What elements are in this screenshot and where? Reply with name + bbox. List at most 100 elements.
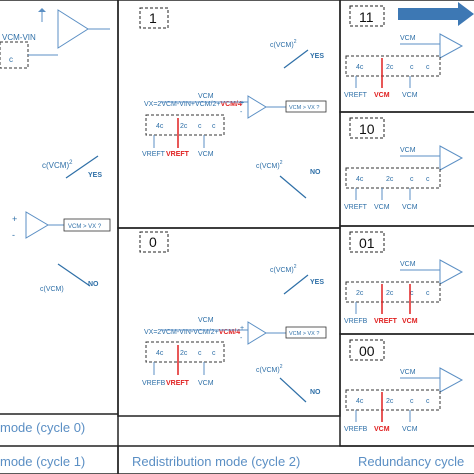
redundancy-00-ref-2: VCM — [402, 426, 418, 433]
redundancy-00-comparator — [439, 367, 464, 393]
mt-cap-c0: c — [212, 123, 216, 130]
caption-redistribution: Redistribution mode (cycle 2) — [132, 454, 300, 469]
redundancy-11-cap-0: 4c — [356, 64, 364, 71]
mt-minus: - — [240, 109, 243, 116]
left-cap-label: c — [9, 55, 13, 64]
redundancy-01-ref-0: VREFB — [344, 318, 368, 325]
redundancy-11-ref-1: VCM — [374, 92, 390, 99]
redundancy-11-ref-2: VCM — [402, 92, 418, 99]
left-minus: - — [12, 230, 15, 240]
mb-cap-c1: c — [198, 350, 202, 357]
left-no: NO — [88, 281, 99, 288]
mid-top-number: 1 — [149, 10, 157, 26]
mb-plus: + — [240, 325, 244, 332]
redundancy-01-comparator — [439, 259, 464, 285]
caption-cycle0: mode (cycle 0) — [0, 420, 85, 435]
redundancy-01-number: 01 — [359, 235, 375, 251]
mid-top-panel: 1 c(VCM)2 YES VCM VX=2VCM-VIN+VCM/2+VCM/… — [139, 7, 327, 199]
redundancy-10-cap-array — [345, 167, 441, 189]
redundancy-01-ref-2: VCM — [402, 318, 418, 325]
mt-compare: VCM > VX ? — [289, 105, 319, 111]
mt-plus: + — [240, 100, 244, 107]
mb-no: NO — [310, 389, 321, 396]
redundancy-00-ref-1: VCM — [374, 426, 390, 433]
mid-bottom-number: 0 — [149, 234, 157, 250]
caption-redundancy: Redundancy cycle — [358, 454, 464, 469]
redundancy-00-cap-1: 2c — [386, 398, 394, 405]
mt-cvcm-sq: c(VCM)2 — [270, 39, 297, 49]
left-plus: + — [12, 214, 17, 224]
redundancy-01-cap-array — [345, 281, 441, 303]
redundancy-00-cap-2: c — [410, 398, 414, 405]
redundancy-01-cap-1: 2c — [386, 290, 394, 297]
redundancy-01-vcm: VCM — [400, 261, 416, 268]
mb-minus: - — [240, 335, 243, 342]
left-panel: VCM-VIN c c(VCM)2 YES + - VCM > VX ? c(V… — [0, 8, 111, 469]
mt-cap-2c: 2c — [180, 123, 188, 130]
left-yes: YES — [88, 172, 102, 179]
redundancy-11-number: 11 — [359, 9, 374, 25]
mt-cap-4c: 4c — [156, 123, 164, 130]
redundancy-11-box — [349, 5, 385, 27]
mt-vcm: VCM — [198, 93, 214, 100]
mb-cvcm: c(VCM)2 — [256, 364, 283, 374]
mb-cap-4c: 4c — [156, 350, 164, 357]
mb-cap-2c: 2c — [180, 350, 188, 357]
redundancy-10-number: 10 — [359, 121, 375, 137]
redundancy-00-number: 00 — [359, 343, 375, 359]
redundancy-01-box — [349, 231, 385, 253]
redundancy-10-comparator — [439, 145, 464, 171]
mt-yes: YES — [310, 53, 324, 60]
redundancy-11-cap-1: 2c — [386, 64, 394, 71]
redundancy-01-cap-0: 2c — [356, 290, 364, 297]
redundancy-00-cap-array — [345, 389, 441, 411]
caption-cycle1: mode (cycle 1) — [0, 454, 85, 469]
mt-vcm-bottom: VCM — [198, 151, 214, 158]
mt-cvcm: c(VCM)2 — [256, 160, 283, 170]
redundancy-01-ref-1: VREFT — [374, 318, 398, 325]
mb-vreft-red: VREFT — [166, 380, 190, 387]
redundancy-10-cap-0: 4c — [356, 176, 364, 183]
redundancy-01-cap-3: c — [426, 290, 430, 297]
mb-cap-c0: c — [212, 350, 216, 357]
mb-yes: YES — [310, 279, 324, 286]
redundancy-00-ref-0: VREFB — [344, 426, 368, 433]
redundancy-11-cap-array — [345, 55, 441, 77]
redundancy-10-ref-2: VCM — [402, 204, 418, 211]
mb-compare: VCM > VX ? — [289, 331, 319, 337]
redundancy-00-vcm: VCM — [400, 369, 416, 376]
redundancy-00-box — [349, 339, 385, 361]
mb-vcm-bottom: VCM — [198, 380, 214, 387]
redundancy-00-cap-3: c — [426, 398, 430, 405]
mb-vrefb: VREFB — [142, 380, 166, 387]
left-compare: VCM > VX ? — [68, 224, 102, 230]
redundancy-11-comparator — [439, 33, 464, 59]
mid-bottom-panel: 0 c(VCM)2 YES VCM VX=2VCM-VIN-VCM/2+VCM/… — [139, 231, 327, 403]
mt-cap-c1: c — [198, 123, 202, 130]
redundancy-11-ref-0: VREFT — [344, 92, 368, 99]
mt-no: NO — [310, 169, 321, 176]
redundancy-11-cap-3: c — [426, 64, 430, 71]
redundancy-10-cap-2: c — [410, 176, 414, 183]
vcm-vin-label: VCM-VIN — [2, 33, 36, 42]
redundancy-10-vcm: VCM — [400, 147, 416, 154]
mb-vx-eq: VX=2VCM-VIN-VCM/2+VCM/4 — [144, 329, 240, 336]
mt-vreft-red: VREFT — [166, 151, 190, 158]
redundancy-10-ref-1: VCM — [374, 204, 390, 211]
mt-vreft: VREFT — [142, 151, 166, 158]
redundancy-11-cap-2: c — [410, 64, 414, 71]
left-cvcm-sq: c(VCM)2 — [42, 160, 73, 170]
redundancy-10-cap-3: c — [426, 176, 430, 183]
arrow-right-icon — [398, 2, 474, 26]
redundancy-10-ref-0: VREFT — [344, 204, 368, 211]
mb-cvcm-sq: c(VCM)2 — [270, 264, 297, 274]
redundancy-10-cap-1: 2c — [386, 176, 394, 183]
redundancy-11-vcm: VCM — [400, 35, 416, 42]
redundancy-01-cap-2: c — [410, 290, 414, 297]
mb-vcm: VCM — [198, 317, 214, 324]
redundancy-10-box — [349, 117, 385, 139]
mt-vx-eq: VX=2VCM-VIN+VCM/2+VCM/4 — [144, 101, 242, 108]
